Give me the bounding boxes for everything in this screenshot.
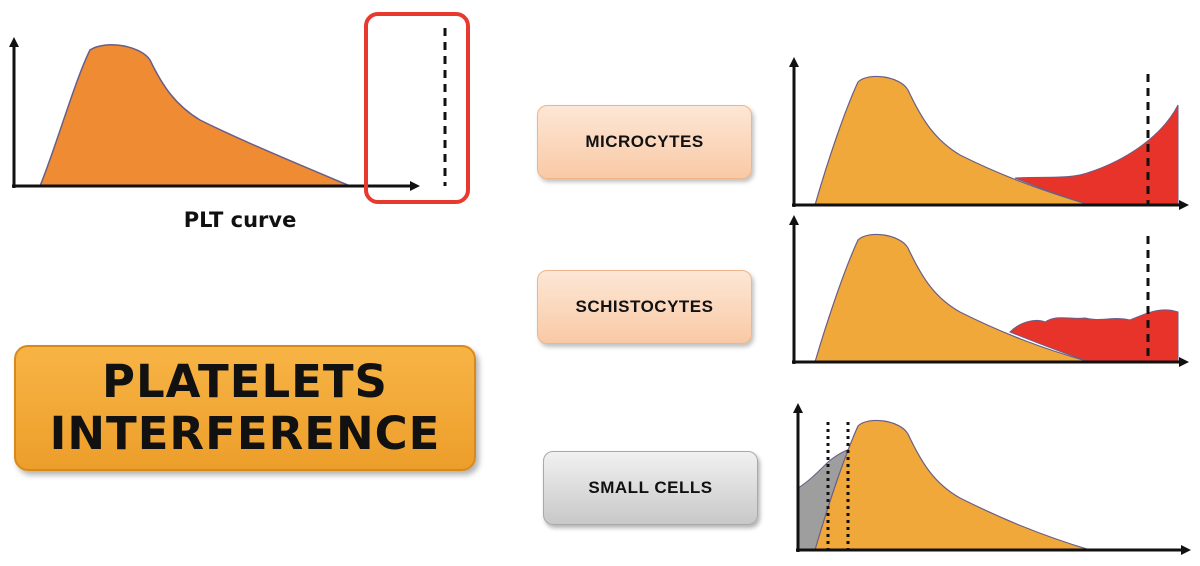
plt-curve-fill [38, 44, 351, 187]
small-cells-label: SMALL CELLS [543, 451, 758, 525]
microcytes-interference-fill [1014, 104, 1179, 206]
threshold-highlight-box [364, 12, 470, 204]
plt-curve-caption: PLT curve [183, 208, 297, 232]
schistocytes-interference-fill [1009, 309, 1179, 363]
small-cells-chart [793, 403, 1191, 555]
platelets-interference-title: PLATELETS INTERFERENCE [14, 345, 476, 471]
microcytes-platelet-fill [814, 75, 1091, 206]
schistocytes-chart [789, 215, 1189, 367]
schistocytes-platelet-fill [814, 233, 1091, 363]
microcytes-chart [789, 57, 1189, 210]
schistocytes-label: SCHISTOCYTES [537, 270, 752, 344]
microcytes-label: MICROCYTES [537, 105, 752, 179]
title-line-1: PLATELETS [102, 355, 388, 408]
title-line-2: INTERFERENCE [49, 407, 441, 460]
plt-curve-chart [9, 12, 470, 204]
small-cells-platelet-fill [814, 419, 1091, 551]
